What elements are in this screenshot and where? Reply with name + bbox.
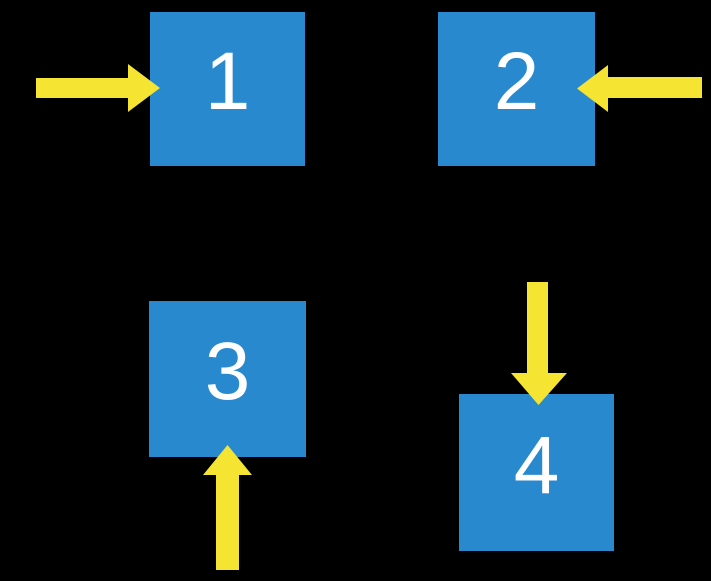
arrow-down-icon xyxy=(511,282,567,405)
box-2-label: 2 xyxy=(493,36,540,127)
box-2[interactable]: 2 xyxy=(438,12,595,166)
box-3-label: 3 xyxy=(204,326,251,417)
arrow-up-icon xyxy=(203,445,252,570)
arrow-right-shape xyxy=(36,64,160,112)
arrow-up-shape xyxy=(203,445,252,570)
box-4-label: 4 xyxy=(513,419,560,511)
arrow-left-icon xyxy=(577,65,702,112)
arrow-right-icon xyxy=(36,64,160,112)
box-4[interactable]: 4 xyxy=(459,394,614,551)
box-3[interactable]: 3 xyxy=(149,301,306,457)
arrow-left-shape xyxy=(577,65,702,112)
arrow-down-shape xyxy=(511,282,567,405)
box-1-label: 1 xyxy=(204,36,251,127)
box-1[interactable]: 1 xyxy=(150,12,305,166)
